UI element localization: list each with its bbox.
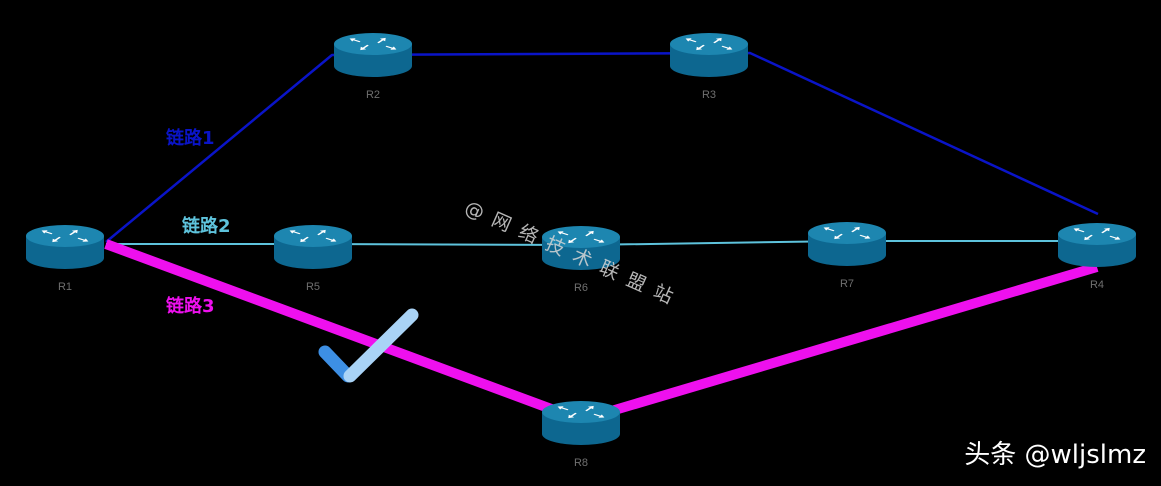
link-label-2: 链路2 — [182, 215, 231, 237]
watermark-char: 站 — [650, 281, 676, 309]
router-label: R8 — [574, 457, 588, 469]
checkmark-icon — [318, 308, 419, 383]
link-label-1: 链路1 — [166, 127, 215, 149]
router-label: R1 — [58, 281, 72, 293]
router-r6[interactable]: R6 — [542, 226, 620, 294]
router-label: R5 — [306, 281, 320, 293]
router-icon — [542, 226, 620, 270]
router-icon — [26, 225, 104, 269]
router-r7[interactable]: R7 — [808, 222, 886, 290]
router-label: R6 — [574, 282, 588, 294]
watermark-char: 网 — [488, 209, 514, 237]
router-icon — [542, 401, 620, 445]
watermark-char: @ — [461, 197, 487, 225]
router-r8[interactable]: R8 — [542, 401, 620, 469]
router-icon — [670, 33, 748, 77]
router-r5[interactable]: R5 — [274, 225, 352, 293]
footer-attribution: 头条 @wljslmz — [964, 440, 1146, 470]
router-icon — [334, 33, 412, 77]
link-label-3: 链路3 — [166, 295, 215, 317]
router-r2[interactable]: R2 — [334, 33, 412, 101]
link-labels-layer: 链路1 链路2 链路3 — [166, 127, 231, 317]
link-1-path — [105, 51, 1099, 243]
router-label: R2 — [366, 89, 380, 101]
router-icon — [1058, 223, 1136, 267]
router-icon — [808, 222, 886, 266]
router-icon — [274, 225, 352, 269]
watermark-char: 盟 — [623, 269, 649, 297]
router-r1[interactable]: R1 — [26, 225, 104, 293]
router-label: R3 — [702, 89, 716, 101]
router-r4[interactable]: R4 — [1058, 223, 1136, 291]
router-label: R4 — [1090, 279, 1104, 291]
router-label: R7 — [840, 278, 854, 290]
router-r3[interactable]: R3 — [670, 33, 748, 101]
